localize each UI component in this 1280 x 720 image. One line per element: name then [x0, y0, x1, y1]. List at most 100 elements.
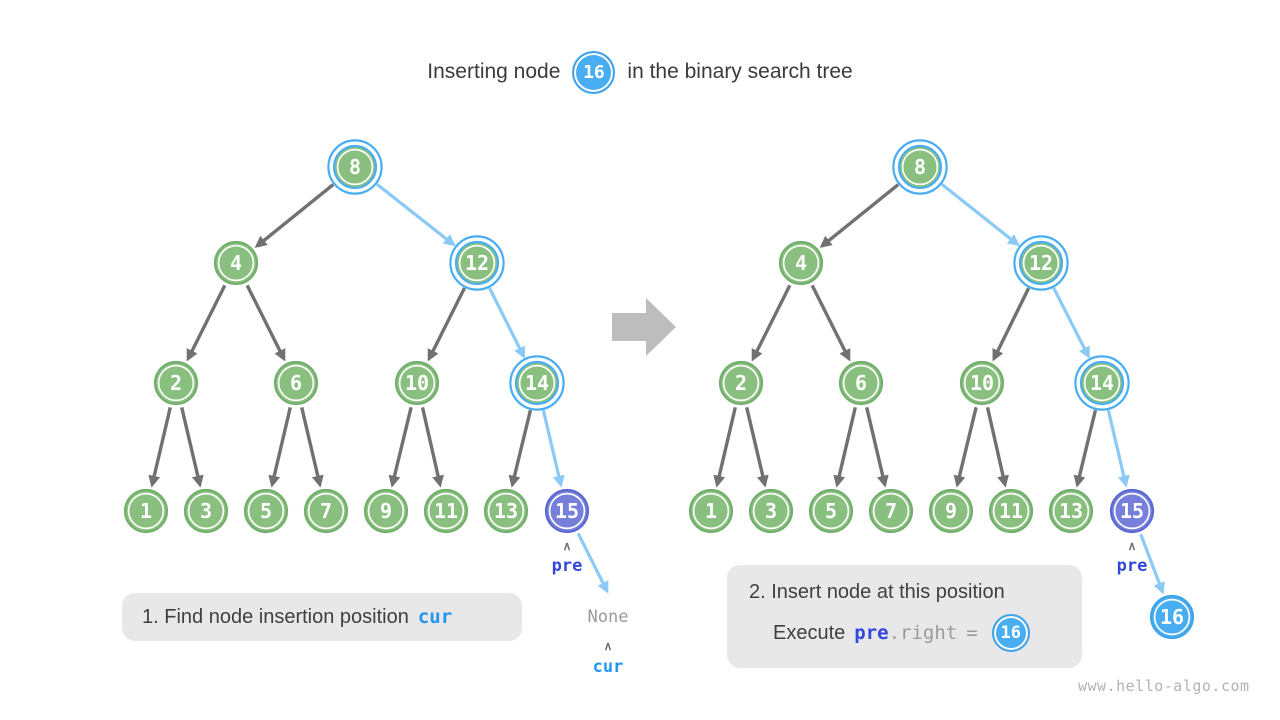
- tree-node-left-14: 14: [509, 355, 565, 411]
- highlight-ring: [892, 139, 948, 195]
- node-value: 11: [999, 499, 1023, 523]
- edge-12-10: [427, 287, 466, 362]
- edge-10-11: [985, 407, 1009, 488]
- node-circle: [748, 488, 794, 534]
- node-circle: [514, 360, 560, 406]
- node-circle: [1149, 594, 1195, 640]
- node-circle: [988, 488, 1034, 534]
- edge-15-16: [1139, 533, 1165, 595]
- edge-4-6: [245, 284, 286, 362]
- edge-4-6: [810, 284, 851, 362]
- caption-step-1: 1. Find node insertion position cur: [122, 593, 522, 641]
- pre-label-left: pre: [551, 556, 583, 576]
- node-circle: [778, 240, 824, 286]
- edge-6-7: [300, 406, 324, 488]
- node-value: 9: [945, 499, 957, 523]
- tree-node-left-1: 1: [123, 488, 169, 534]
- node-value: 12: [465, 251, 489, 275]
- highlight-ring: [1013, 235, 1069, 291]
- node-inner-ring: [992, 492, 1030, 530]
- tree-node-right-2: 2: [718, 360, 764, 406]
- node-inner-ring: [692, 492, 730, 530]
- tree-node-left-4: 4: [213, 240, 259, 286]
- node-inner-ring: [336, 148, 374, 186]
- caption-2-line1: 2. Insert node at this position: [749, 581, 1005, 603]
- edge-6-5: [268, 406, 292, 488]
- edge-8-4: [254, 183, 335, 248]
- node-circle: [123, 488, 169, 534]
- node-inner-ring: [367, 492, 405, 530]
- highlight-ring: [449, 235, 505, 291]
- node-inner-ring: [1052, 492, 1090, 530]
- node-circle: [363, 488, 409, 534]
- node-badge-caption: 16: [991, 614, 1030, 652]
- edge-15-none: [576, 532, 609, 594]
- node-value: 13: [1059, 499, 1083, 523]
- node-value: 8: [914, 155, 926, 179]
- node-inner-ring: [901, 148, 939, 186]
- node-value: 14: [525, 371, 549, 395]
- tree-node-right-9: 9: [928, 488, 974, 534]
- node-inner-ring: [157, 364, 195, 402]
- edge-14-15: [541, 409, 565, 488]
- node-circle: [1048, 488, 1094, 534]
- node-circle: [213, 240, 259, 286]
- node-inner-ring: [127, 492, 165, 530]
- node-value: 7: [885, 499, 897, 523]
- node-inner-ring: [398, 364, 436, 402]
- tree-node-left-6: 6: [273, 360, 319, 406]
- node-inner-ring: [872, 492, 910, 530]
- caption-step-2: 2. Insert node at this position Execute …: [727, 565, 1082, 668]
- node-inner-ring: [307, 492, 345, 530]
- node-value: 5: [825, 499, 837, 523]
- tree-node-left-11: 11: [423, 488, 469, 534]
- tree-node-left-15: 15: [544, 488, 590, 534]
- edge-14-13: [1073, 409, 1098, 488]
- tree-node-right-3: 3: [748, 488, 794, 534]
- node-circle: [808, 488, 854, 534]
- edge-14-15: [1106, 409, 1130, 488]
- node-circle: [838, 360, 884, 406]
- node-value: 11: [434, 499, 458, 523]
- edge-14-13: [508, 409, 533, 488]
- edge-8-12: [940, 183, 1020, 247]
- node-inner-ring: [842, 364, 880, 402]
- node-circle: [1079, 360, 1125, 406]
- node-circle: [303, 488, 349, 534]
- node-inner-ring: [932, 492, 970, 530]
- node-circle: [897, 144, 943, 190]
- node-inner-ring: [427, 492, 465, 530]
- edge-8-4: [819, 183, 900, 248]
- node-circle: [183, 488, 229, 534]
- tree-node-right-13: 13: [1048, 488, 1094, 534]
- tree-node-left-2: 2: [153, 360, 199, 406]
- edge-6-5: [833, 406, 857, 488]
- right-code-token: right: [900, 622, 958, 644]
- edge-4-2: [751, 284, 792, 362]
- highlight-ring: [327, 139, 383, 195]
- node-circle: [718, 360, 764, 406]
- pre-code-token: pre: [854, 622, 889, 644]
- node-value: 1: [140, 499, 152, 523]
- caption-1-text: 1. Find node insertion position: [142, 605, 409, 628]
- edge-10-11: [420, 407, 444, 488]
- node-value: 15: [555, 499, 579, 523]
- node-value: 6: [855, 371, 867, 395]
- node-inner-ring: [458, 244, 496, 282]
- node-circle: [243, 488, 289, 534]
- node-value: 3: [200, 499, 212, 523]
- tree-node-right-8: 8: [892, 139, 948, 195]
- title-suffix: in the binary search tree: [627, 60, 853, 83]
- equals-token: =: [966, 622, 978, 644]
- tree-node-right-10: 10: [959, 360, 1005, 406]
- node-inner-ring: [752, 492, 790, 530]
- cur-label: cur: [592, 657, 624, 677]
- node-inner-ring: [277, 364, 315, 402]
- caret-up-icon: ∧: [562, 539, 572, 553]
- node-value: 2: [735, 371, 747, 395]
- node-circle: [1109, 488, 1155, 534]
